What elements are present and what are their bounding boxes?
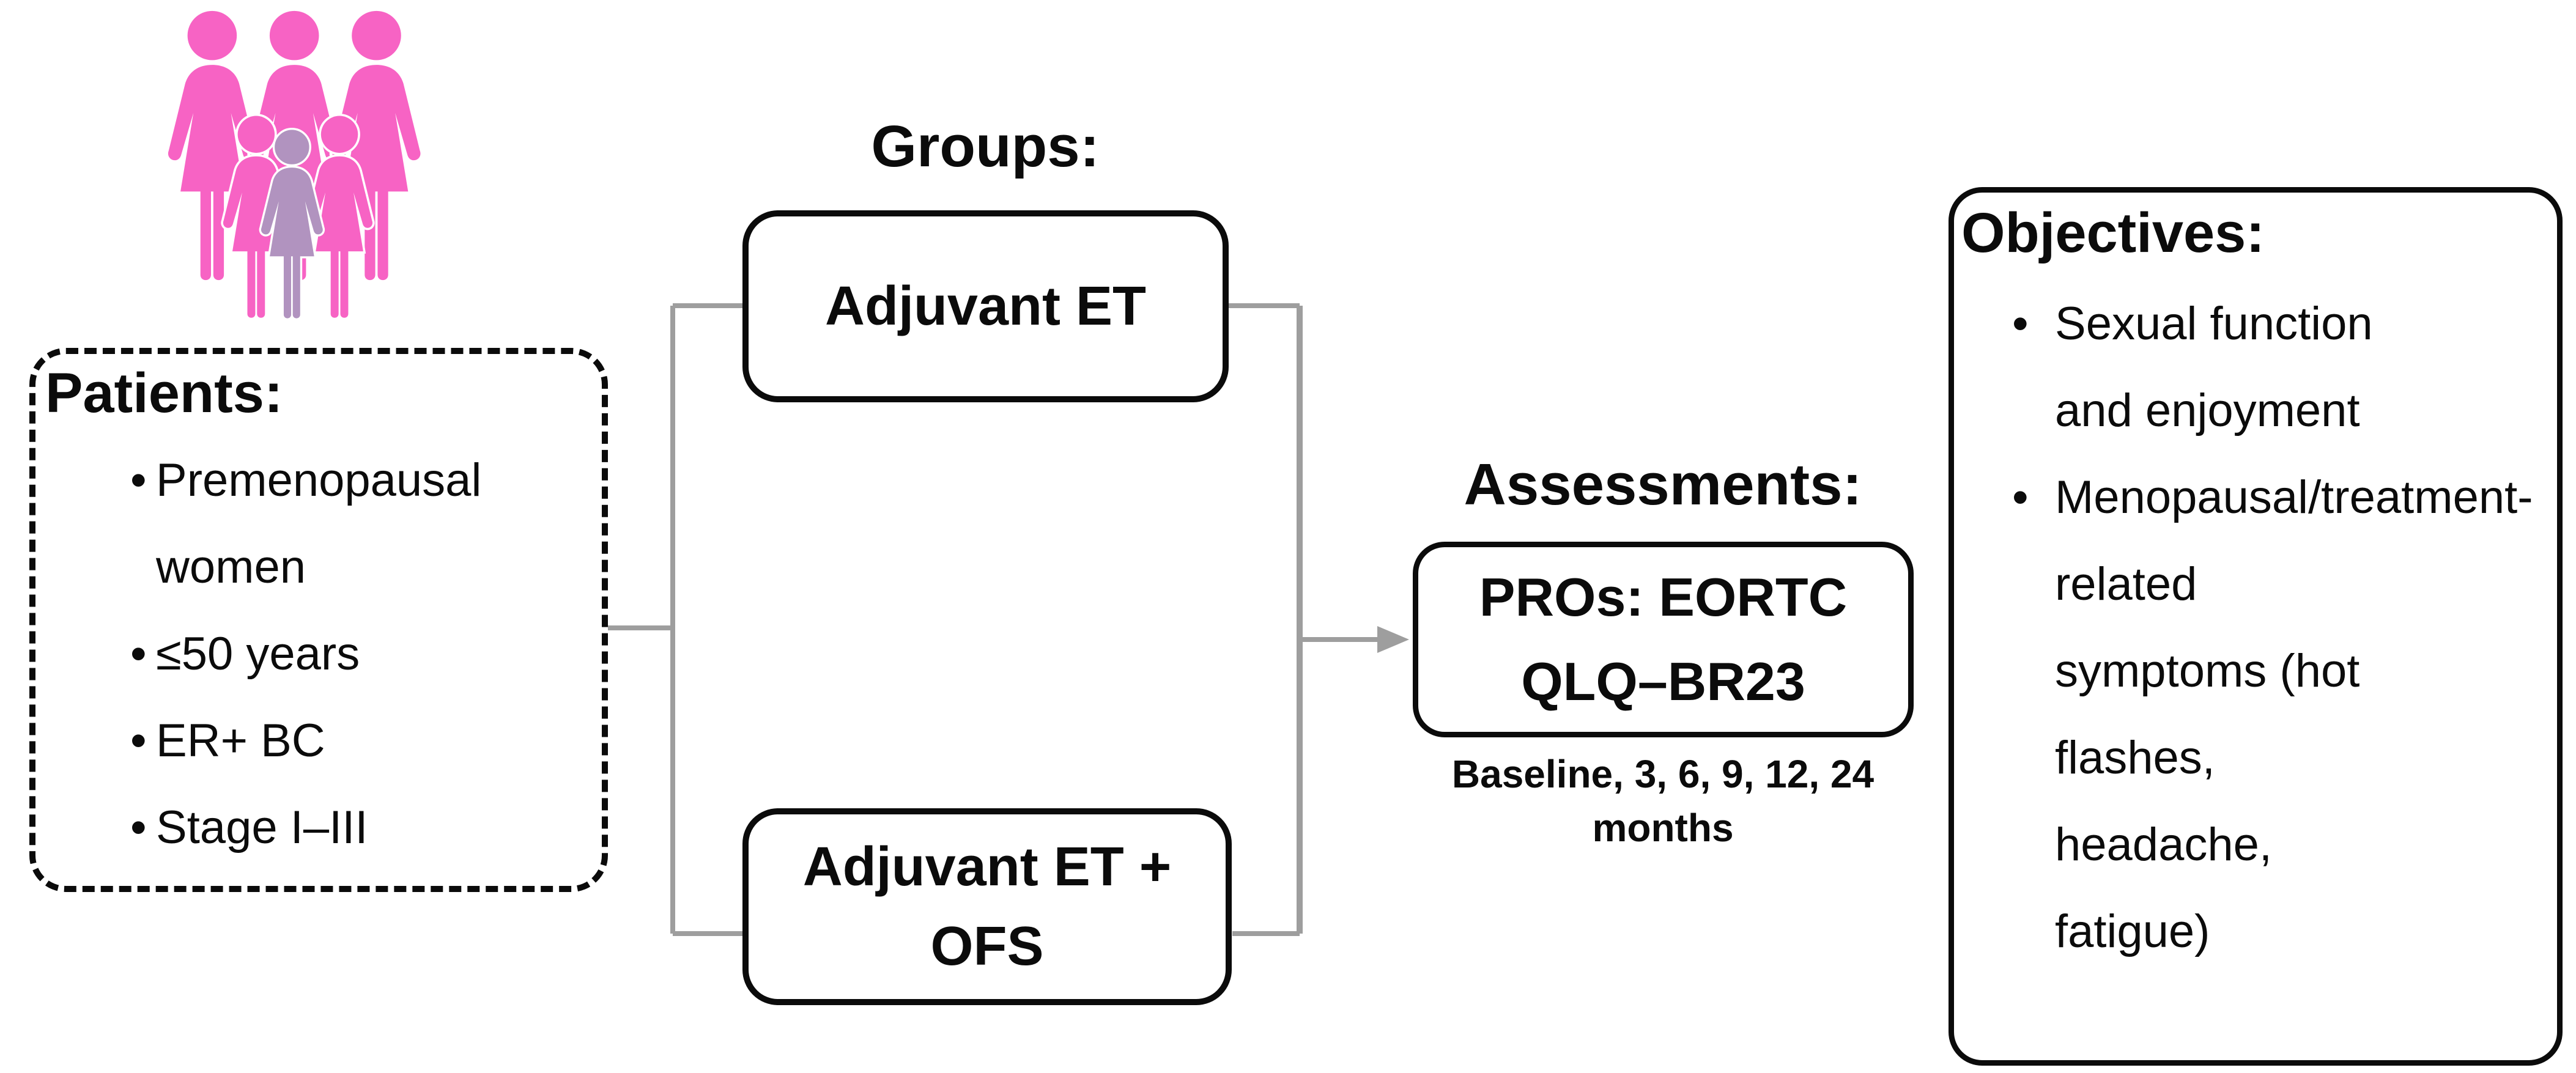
objectives-list: Sexual function and enjoyment Menopausal… (2012, 281, 2533, 975)
assessments-title: Assessments: (1464, 452, 1862, 517)
assessments-box: PROs: EORTC QLQ–BR23 (1413, 542, 1914, 737)
assessments-label: PROs: EORTC QLQ–BR23 (1479, 567, 1848, 712)
list-item: Stage I–III (130, 784, 522, 871)
assessments-schedule: Baseline, 3, 6, 9, 12, 24 months (1451, 752, 1875, 850)
group-label: Adjuvant ET + OFS (802, 836, 1172, 977)
list-item: Menopausal/treatment-related symptoms (h… (2012, 454, 2533, 975)
patients-panel: Patients: Premenopausal women ≤50 years … (29, 348, 608, 892)
arrowhead-assessments (1377, 626, 1409, 653)
patients-list: Premenopausal women ≤50 years ER+ BC Sta… (130, 437, 522, 871)
group-box-adjuvant-et: Adjuvant ET (742, 210, 1229, 402)
group-label: Adjuvant ET (824, 276, 1146, 337)
women-group-icon (163, 9, 432, 325)
groups-title: Groups: (871, 114, 1100, 179)
list-item: Premenopausal women (130, 437, 522, 611)
list-item: ≤50 years (130, 611, 522, 698)
list-item: Sexual function and enjoyment (2012, 281, 2416, 454)
list-item: ER+ BC (130, 698, 522, 784)
objectives-title: Objectives: (1961, 202, 2265, 264)
group-box-adjuvant-et-ofs: Adjuvant ET + OFS (742, 808, 1232, 1005)
objectives-panel: Objectives: Sexual function and enjoymen… (1949, 187, 2563, 1066)
patients-title: Patients: (45, 362, 283, 424)
